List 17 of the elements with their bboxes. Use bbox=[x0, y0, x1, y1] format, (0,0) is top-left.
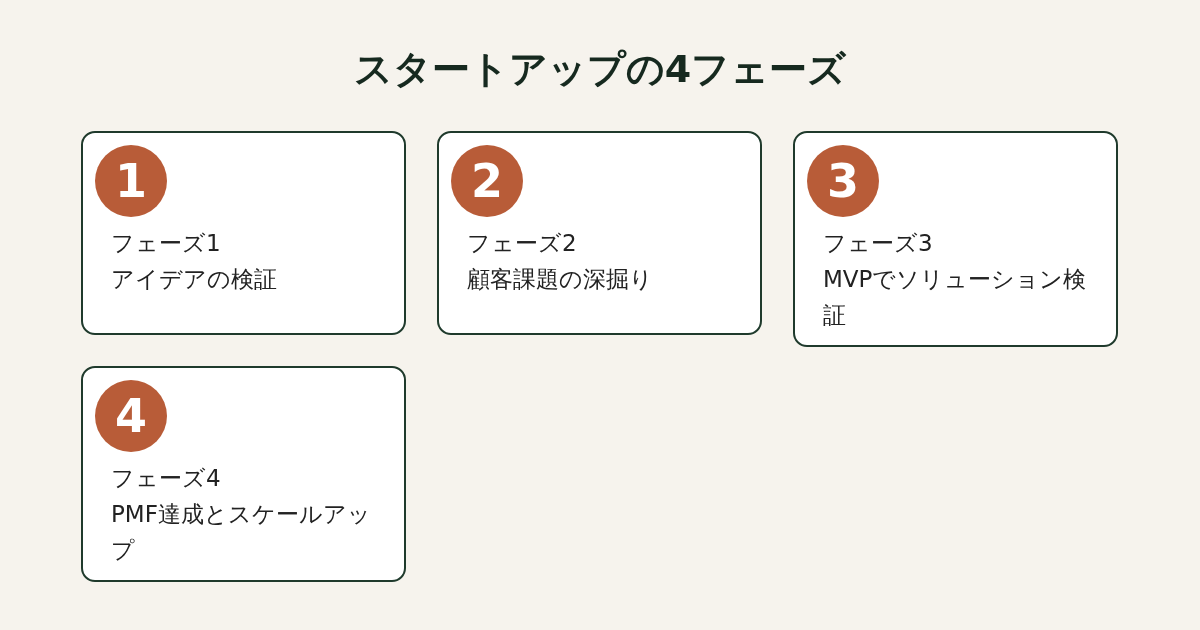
phase-heading: フェーズ2 bbox=[467, 229, 578, 258]
phase-description: 顧客課題の深掘り bbox=[467, 265, 654, 294]
phase-description: PMF達成とスケールアップ bbox=[111, 500, 372, 565]
step-number: 4 bbox=[95, 380, 167, 452]
diagram-title: スタートアップの4フェーズ bbox=[353, 46, 847, 93]
phase-heading: フェーズ4 bbox=[111, 464, 222, 493]
phase-card bbox=[81, 131, 406, 335]
phase-description: アイデアの検証 bbox=[111, 265, 278, 294]
step-number: 3 bbox=[807, 145, 879, 217]
phase-card bbox=[793, 131, 1118, 347]
phase-heading: フェーズ1 bbox=[111, 229, 222, 258]
phase-card bbox=[437, 131, 762, 335]
step-number: 2 bbox=[451, 145, 523, 217]
phase-heading: フェーズ3 bbox=[823, 229, 934, 258]
step-number: 1 bbox=[95, 145, 167, 217]
phase-card bbox=[81, 366, 406, 582]
phase-description: MVPでソリューション検証 bbox=[823, 265, 1088, 330]
